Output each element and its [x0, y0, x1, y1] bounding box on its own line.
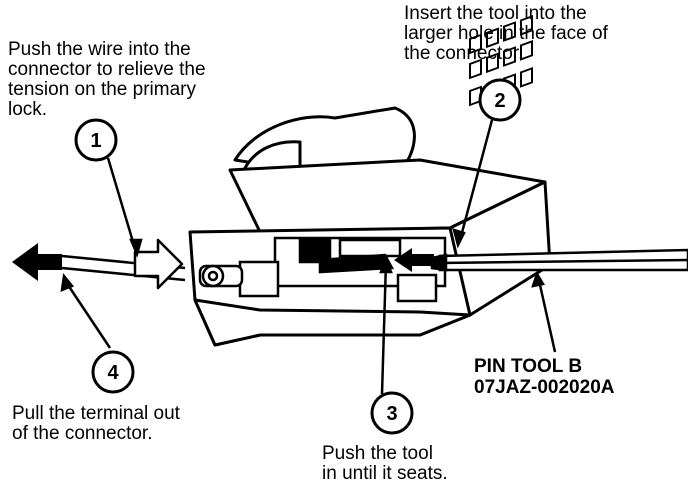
- step-callout-4: 4: [91, 350, 135, 394]
- caption-insert-tool: Insert the tool into the larger hole in …: [404, 3, 608, 64]
- caption-push-wire: Push the wire into the connector to reli…: [8, 39, 206, 120]
- push-tool-arrow: [394, 248, 434, 272]
- step-callouts: 1 2 3 4: [74, 78, 522, 435]
- step-callout-1: 1: [74, 118, 118, 162]
- tool-name: PIN TOOL B: [474, 356, 583, 377]
- step-callout-3: 3: [370, 391, 414, 435]
- tool-label: PIN TOOL B 07JAZ-002020A: [474, 356, 614, 398]
- leader-lines: [60, 119, 557, 395]
- step-number-2: 2: [494, 90, 505, 112]
- tool-part-number: 07JAZ-002020A: [474, 377, 615, 398]
- step-number-4: 4: [107, 362, 119, 384]
- caption-push-tool: Push the tool in until it seats.: [322, 443, 448, 484]
- caption-pull-terminal: Pull the terminal out of the connector.: [12, 403, 180, 444]
- step-number-3: 3: [386, 403, 397, 425]
- wire: [198, 264, 244, 288]
- step-number-1: 1: [90, 130, 101, 152]
- step-callout-2: 2: [478, 78, 522, 122]
- push-wire-arrow: [133, 238, 184, 290]
